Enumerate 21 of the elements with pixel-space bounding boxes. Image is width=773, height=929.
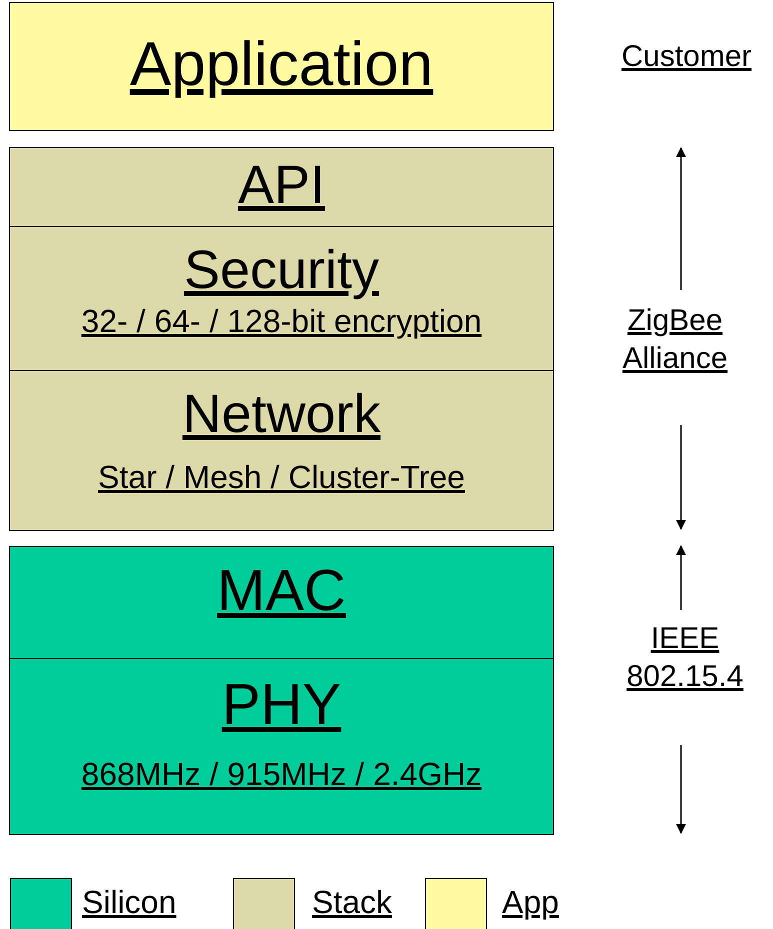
layer-box <box>9 226 554 371</box>
legend-label: App <box>502 884 559 921</box>
legend-label: Silicon <box>82 884 176 921</box>
layer-title: MAC <box>217 559 346 623</box>
layer-range-label: Customer <box>620 39 753 75</box>
layer-title: Application <box>130 31 434 100</box>
layer-box <box>9 2 554 131</box>
layer-title: Network <box>182 385 381 444</box>
layer-box <box>9 658 554 835</box>
layer-detail: Star / Mesh / Cluster-Tree <box>98 460 465 496</box>
layer-title: PHY <box>222 673 342 737</box>
layer-detail: 868MHz / 915MHz / 2.4GHz <box>81 756 482 792</box>
layer-box <box>9 147 554 227</box>
layer-title: Security <box>184 241 380 300</box>
layer-title: API <box>238 156 326 216</box>
layer-box <box>9 370 554 531</box>
layer-detail: 32- / 64- / 128-bit encryption <box>81 304 482 340</box>
legend-label: Stack <box>312 884 392 921</box>
layer-box <box>9 546 554 659</box>
layer-range-label: IEEE 802.15.4 <box>626 621 744 694</box>
layer-range-label: ZigBee Alliance <box>621 303 729 376</box>
